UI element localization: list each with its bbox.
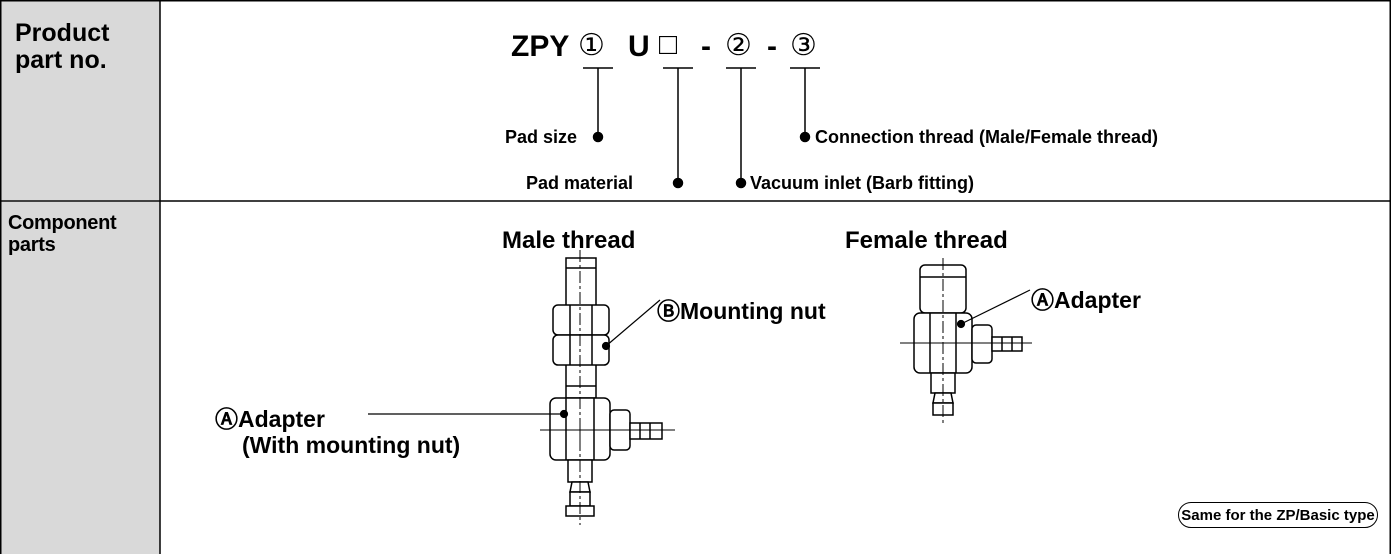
mounting-nut-label: ⒷMounting nut <box>657 298 826 324</box>
product-part-no-line1: Product <box>15 19 110 47</box>
component-parts-line2: parts <box>8 234 56 256</box>
male-thread-title: Male thread <box>502 227 636 254</box>
adapter-note-male: (With mounting nut) <box>242 432 461 458</box>
part-number-dash2: - <box>767 30 777 63</box>
part-number-slot1: ① <box>578 29 605 62</box>
product-part-no-line2: part no. <box>15 46 107 74</box>
legend-pad-material: Pad material <box>526 173 634 193</box>
part-number-prefix: ZPY <box>511 30 570 63</box>
part-number-letter: U <box>628 30 650 63</box>
header-cell-product-part-no <box>0 0 160 200</box>
component-parts-label: Component parts <box>8 212 117 256</box>
part-number-slot2: ② <box>725 29 752 62</box>
part-number-dash1: - <box>701 30 711 63</box>
component-parts-line1: Component <box>8 212 117 234</box>
part-number-leaders <box>583 67 820 189</box>
header-cell-component-parts <box>0 202 160 554</box>
female-thread-title: Female thread <box>845 227 1008 254</box>
legend-connection-thread: Connection thread (Male/Female thread) <box>815 127 1159 147</box>
legend-pad-size: Pad size <box>505 127 578 147</box>
part-number-box: □ <box>659 28 678 61</box>
adapter-label-female: ⒶAdapter <box>1031 287 1141 313</box>
part-number-slot3: ③ <box>790 29 817 62</box>
adapter-label-male: ⒶAdapter <box>215 406 325 432</box>
legend-vacuum-inlet: Vacuum inlet (Barb fitting) <box>750 173 975 193</box>
same-type-note-badge: Same for the ZP/Basic type <box>1178 502 1378 528</box>
product-part-no-label: Product part no. <box>15 20 109 74</box>
